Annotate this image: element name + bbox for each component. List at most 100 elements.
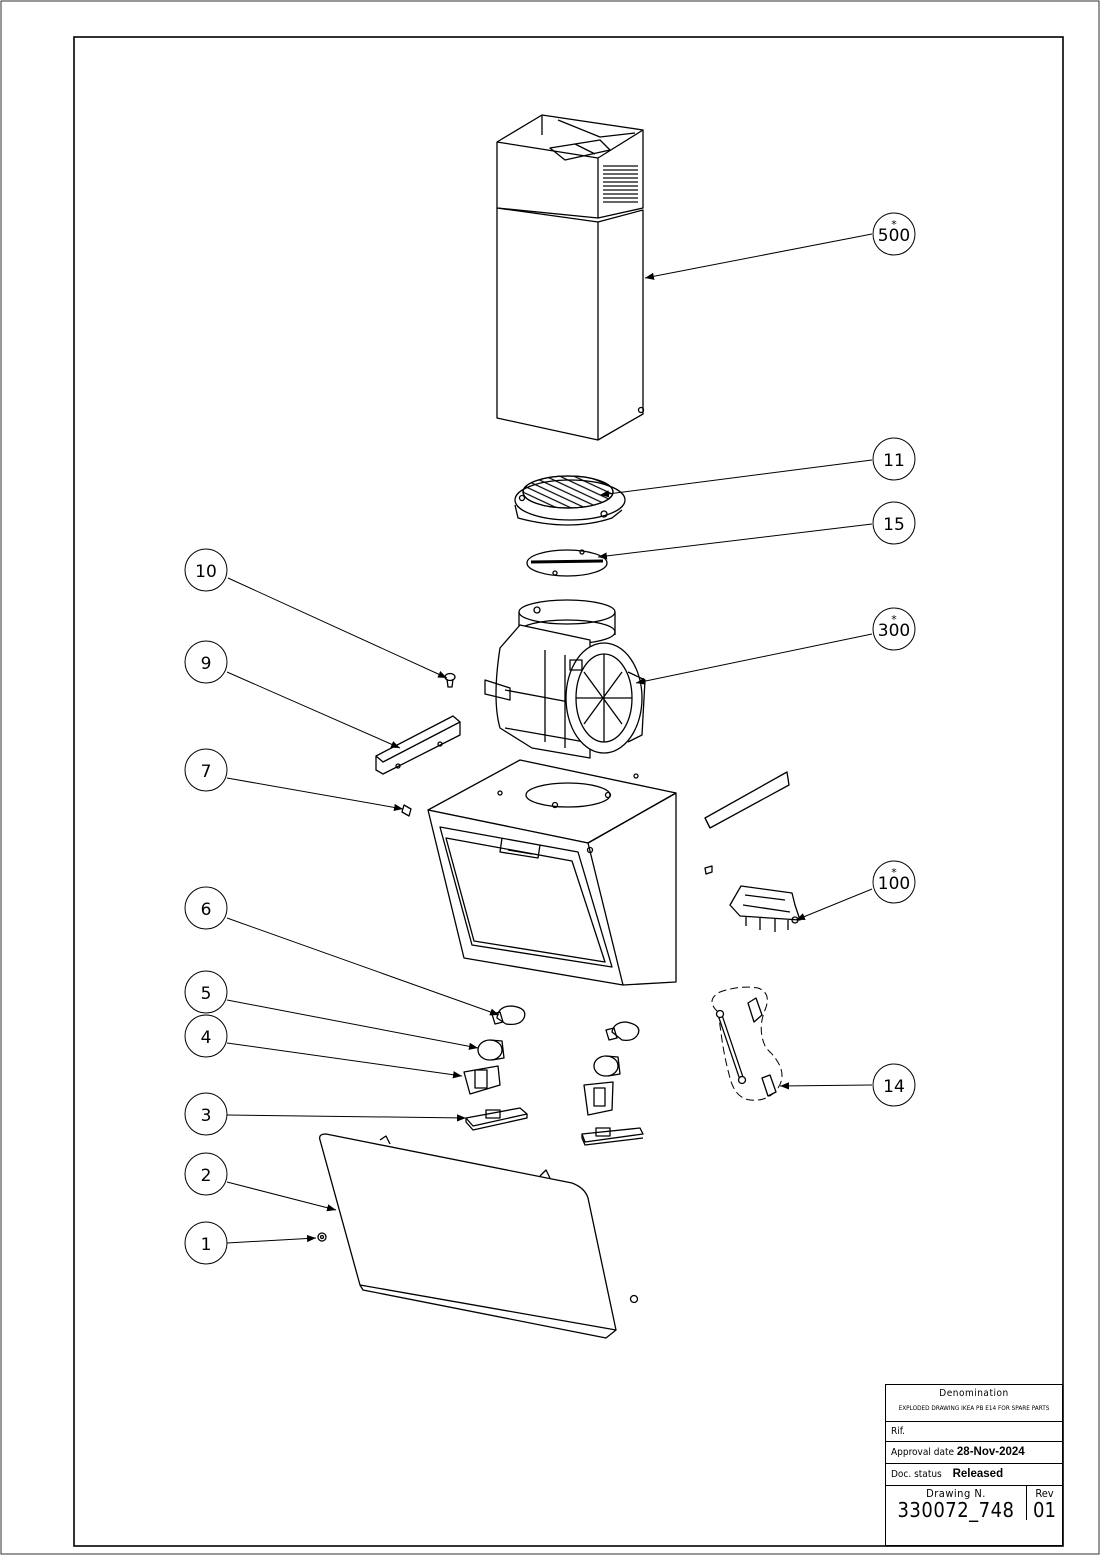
callout-circle: [872, 860, 916, 904]
glass-panel-part: [318, 1133, 639, 1339]
leader-5: [226, 999, 479, 1050]
drawing-border: [73, 36, 1064, 1547]
leader-2: [226, 1181, 337, 1212]
callout-circle: [184, 1014, 228, 1058]
asterisk-icon: *: [891, 613, 897, 626]
lamp-tray-part: [465, 1107, 644, 1146]
callout-label: 4: [201, 1028, 212, 1048]
callout-circle: [184, 640, 228, 684]
revision-box: Rev 01: [1026, 1486, 1062, 1522]
leader-10: [227, 577, 448, 679]
callout-circle: [872, 437, 916, 481]
clip-part: [463, 1065, 614, 1116]
hood-body-part: [427, 759, 677, 986]
callout-circle: [184, 1152, 228, 1196]
callout-11: 11: [872, 437, 916, 481]
asterisk-icon: *: [891, 866, 897, 879]
callout-label: 100: [878, 874, 910, 894]
leader-1: [226, 1234, 317, 1244]
leader-100: [795, 888, 873, 921]
callout-10: 10: [184, 548, 228, 592]
callout-3: 3: [184, 1092, 228, 1136]
rif-label: Rif.: [891, 1426, 906, 1437]
drawing-number-label: Drawing N.: [926, 1487, 986, 1500]
outlet-ring-part: [514, 475, 626, 526]
callout-circle: [184, 1092, 228, 1136]
screw-10-part: [444, 672, 456, 688]
callout-7: 7: [184, 748, 228, 792]
callout-circle: [872, 607, 916, 651]
callout-label: 500: [878, 226, 910, 246]
drawing-number-value: 330072_748: [897, 1498, 1015, 1522]
denomination-value: EXPLODED DRAWING IKEA PB E14 FOR SPARE P…: [898, 1404, 1050, 1412]
callout-2: 2: [184, 1152, 228, 1196]
callout-label: 14: [883, 1077, 905, 1097]
callout-500: 500*: [872, 212, 916, 256]
callout-label: 6: [201, 900, 212, 920]
backflow-valve-part: [526, 549, 608, 577]
approval-date: 28-Nov-2024: [956, 1446, 1025, 1458]
callout-label: 300: [878, 621, 910, 641]
leader-300: [635, 633, 873, 685]
leader-14: [779, 1082, 873, 1090]
screw-1-part: [317, 1232, 327, 1242]
status-row: Doc. status Released: [886, 1464, 1062, 1486]
drawing-number-row: Drawing N. 330072_748 Rev 01: [886, 1486, 1062, 1522]
callout-label: 15: [883, 515, 905, 535]
rif-row: Rif.: [886, 1422, 1062, 1442]
bracket-right-part: [704, 771, 790, 829]
leader-15: [597, 523, 873, 560]
status-label: Doc. status: [891, 1469, 942, 1480]
callout-label: 7: [201, 762, 212, 782]
denomination-row: Denomination EXPLODED DRAWING IKEA PB E1…: [886, 1385, 1062, 1422]
callout-5: 5: [184, 970, 228, 1014]
callout-circle: [184, 886, 228, 930]
callout-circle: [872, 1063, 916, 1107]
revision-value: 01: [1033, 1498, 1056, 1522]
callout-circle: [184, 548, 228, 592]
callout-label: 10: [195, 562, 217, 582]
callout-4: 4: [184, 1014, 228, 1058]
chimney-part: [496, 114, 645, 441]
revision-label: Rev: [1035, 1487, 1054, 1500]
motor-blower-part: [484, 599, 646, 759]
gas-spring-kit-part: [711, 986, 783, 1101]
callout-1: 1: [184, 1221, 228, 1265]
leader-6: [226, 917, 500, 1016]
callout-circle: [184, 970, 228, 1014]
callout-6: 6: [184, 886, 228, 930]
bracket-left-part: [375, 715, 461, 775]
callout-label: 5: [201, 984, 212, 1004]
asterisk-icon: *: [891, 218, 897, 231]
callout-circle: [184, 1221, 228, 1265]
leader-11: [599, 459, 873, 498]
callout-label: 2: [201, 1166, 212, 1186]
leader-4: [226, 1042, 463, 1079]
callout-circle: [872, 212, 916, 256]
leader-3: [226, 1114, 467, 1122]
lampholder-part: [477, 1039, 621, 1077]
status-value: Released: [952, 1468, 1004, 1480]
leader-500: [644, 233, 873, 280]
callout-label: 1: [201, 1235, 212, 1255]
callout-label: 3: [201, 1106, 212, 1126]
leader-9: [226, 671, 401, 749]
denomination-label: Denomination: [939, 1388, 1009, 1399]
callout-9: 9: [184, 640, 228, 684]
callout-circle: [184, 748, 228, 792]
approval-row: Approval date 28-Nov-2024: [886, 1442, 1062, 1464]
leader-lines: [226, 233, 873, 1244]
control-board-part: [729, 885, 801, 932]
title-block: Denomination EXPLODED DRAWING IKEA PB E1…: [885, 1384, 1063, 1546]
callout-15: 15: [872, 501, 916, 545]
approval-label: Approval date: [891, 1447, 955, 1458]
leader-7: [226, 777, 404, 811]
callout-circle: [872, 501, 916, 545]
callout-300: 300*: [872, 607, 916, 651]
bulb-part: [491, 1005, 640, 1042]
callout-label: 11: [883, 451, 905, 471]
